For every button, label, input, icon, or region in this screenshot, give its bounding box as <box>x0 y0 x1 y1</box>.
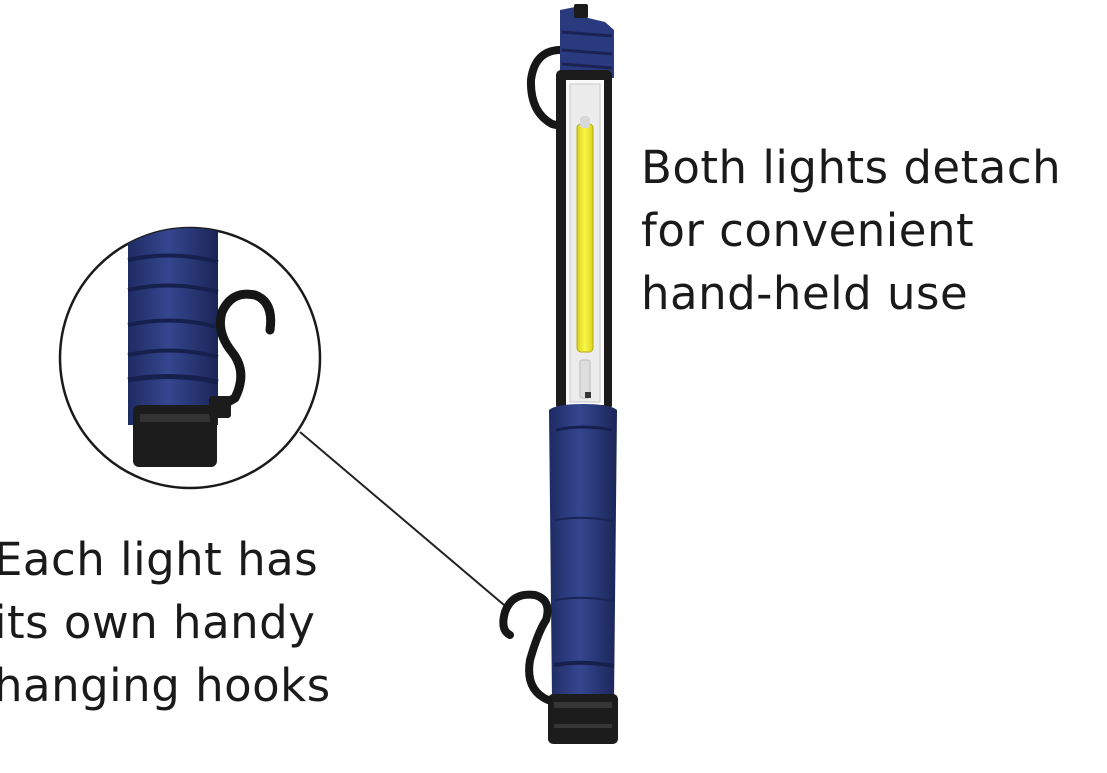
cob-led-strip <box>576 123 594 353</box>
hooks-caption-line-3: hanging hooks <box>0 659 331 712</box>
detach-caption: Both lights detach for convenient hand-h… <box>641 136 1061 325</box>
detach-caption-line-3: hand-held use <box>641 267 969 320</box>
hooks-caption: Each light has its own handy hanging hoo… <box>0 528 331 717</box>
work-light-icon <box>499 4 618 744</box>
callout-line <box>299 431 511 611</box>
hooks-caption-line-1: Each light has <box>0 533 319 586</box>
hanging-hook-detail <box>215 289 276 407</box>
bottom-hanging-hook-icon <box>499 590 552 704</box>
detach-caption-line-1: Both lights detach <box>641 141 1062 194</box>
detach-caption-line-2: for convenient <box>641 204 975 257</box>
magnified-detail-circle <box>58 226 322 490</box>
hooks-caption-line-2: its own handy <box>0 596 316 649</box>
